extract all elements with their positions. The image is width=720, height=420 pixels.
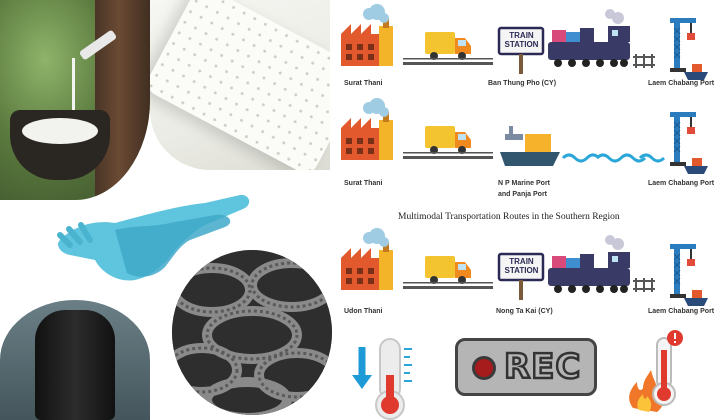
thermometer-cold-icon [352,338,412,420]
latex-tapping-photo [0,0,150,200]
thermometer-hot-icon [629,330,683,412]
route-1-hub: Ban Thung Pho (CY) [488,80,557,87]
record-dot-icon [472,356,496,380]
latex-foam-photo [150,0,330,170]
route-2-hub: N P Marine Port [498,180,550,187]
tires-photo [172,250,332,415]
route-3-origin: Udon Thani [344,308,383,315]
rec-indicator: REC [455,338,597,396]
route-3 [341,228,709,307]
rubber-seat-photo [0,300,150,420]
station-sign-1: TRAIN STATION [504,31,539,49]
route-1 [341,4,709,81]
diagram-caption: Multimodal Transportation Routes in the … [398,212,620,222]
route-1-origin: Surat Thani [344,80,383,87]
route-2-destination: Laem Chabang Port [648,180,715,187]
station-sign-3: TRAIN STATION [504,257,539,275]
route-3-hub: Nong Ta Kai (CY) [496,308,553,315]
routes-diagram [341,4,709,307]
route-2-origin: Surat Thani [344,180,383,187]
rubber-gloves-photo [57,194,250,281]
route-2 [341,98,709,175]
rec-label: REC [503,346,582,389]
route-2-hub-line2: and Panja Port [498,191,548,198]
route-3-destination: Laem Chabang Port [648,308,715,315]
route-1-destination: Laem Chabang Port [648,80,715,87]
